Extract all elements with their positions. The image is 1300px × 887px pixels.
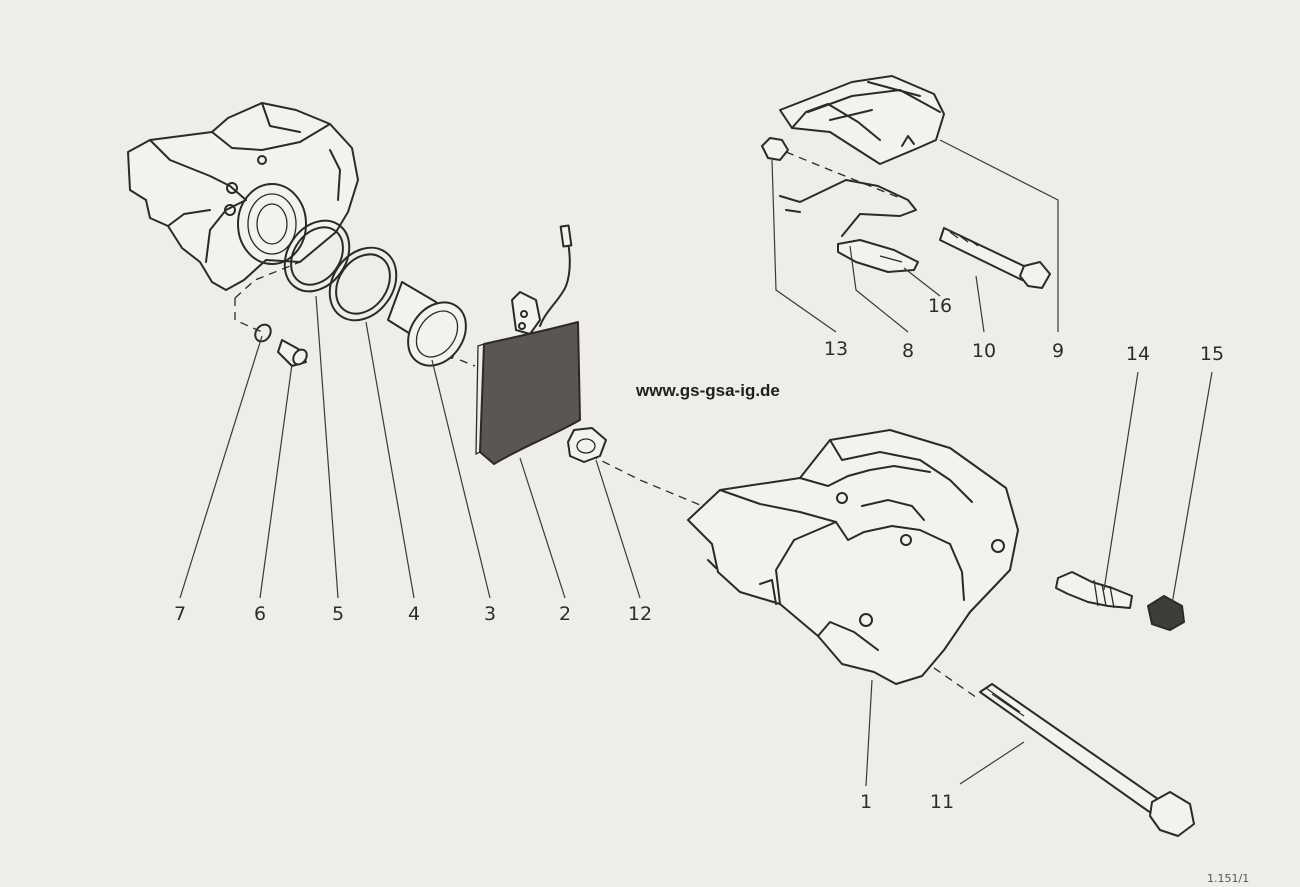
callout-6: 6 <box>253 603 267 625</box>
callout-13: 13 <box>823 338 849 360</box>
dust-cap-15 <box>1147 595 1185 631</box>
callout-14: 14 <box>1125 343 1151 365</box>
bolt-11 <box>979 683 1195 837</box>
callout-16: 16 <box>927 295 953 317</box>
drawing-code: 1.151/1 <box>1207 872 1250 885</box>
callout-3: 3 <box>483 603 497 625</box>
callout-8: 8 <box>901 340 915 362</box>
watermark-text: www.gs-gsa-ig.de <box>636 381 780 400</box>
nut-13 <box>761 137 789 161</box>
brake-pad-2 <box>475 224 581 465</box>
callout-4: 4 <box>407 603 421 625</box>
caliper-half-right <box>687 429 1019 685</box>
shim-16 <box>837 239 919 273</box>
callout-7: 7 <box>173 603 187 625</box>
callout-5: 5 <box>331 603 345 625</box>
sleeve-6 <box>277 339 308 367</box>
piston-3 <box>387 281 467 367</box>
callout-10: 10 <box>971 340 997 362</box>
bolt-10 <box>939 227 1051 289</box>
pad-9 <box>779 75 945 165</box>
ring-7 <box>254 323 272 343</box>
callout-9: 9 <box>1051 340 1065 362</box>
callout-12: 12 <box>627 603 653 625</box>
dust-seal-4 <box>328 246 398 322</box>
nut-12 <box>567 427 607 463</box>
caliper-half-left <box>127 102 359 291</box>
callout-2: 2 <box>558 603 572 625</box>
spring-clip-8 <box>779 179 917 237</box>
callout-15: 15 <box>1199 343 1225 365</box>
callout-1: 1 <box>859 791 873 813</box>
leader-lines <box>179 139 1213 787</box>
bleeder-screw-14 <box>1055 571 1133 609</box>
callout-11: 11 <box>929 791 955 813</box>
